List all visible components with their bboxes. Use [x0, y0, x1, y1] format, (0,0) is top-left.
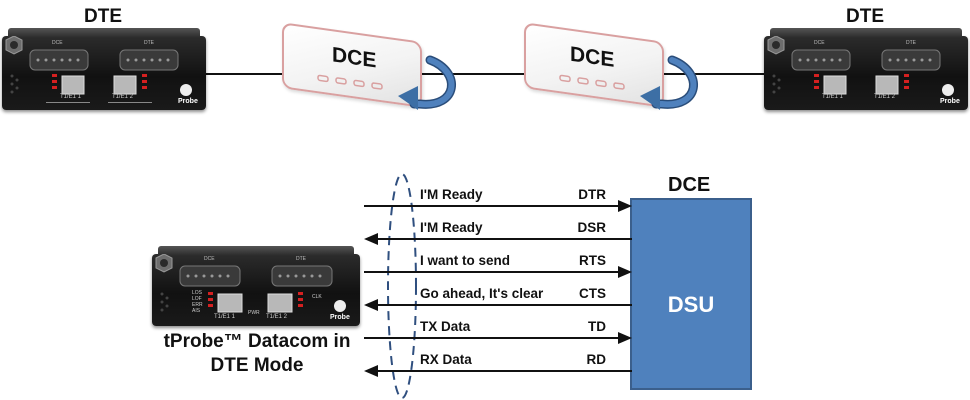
t1-label-2: T1/E1 2	[874, 94, 896, 100]
dsu-dce-label: DCE	[668, 174, 711, 196]
dte-left-label: DTE	[84, 6, 122, 27]
led-lof: LOF	[192, 296, 202, 302]
brand-label: Probe	[178, 98, 198, 105]
modem-slots	[559, 74, 625, 90]
dte-device-right: DCE DTE T1/E1 1 T1/E1 2 Probe	[764, 28, 968, 110]
signal-arrow-rd	[364, 365, 632, 377]
clk-label: CLK	[312, 294, 322, 300]
led-los: LOS	[192, 290, 203, 296]
signal-message: I'M Ready	[420, 220, 483, 235]
loopback-arrow-right-icon	[640, 55, 698, 110]
signal-message: RX Data	[420, 352, 472, 367]
loopback-arrows	[398, 55, 698, 110]
brand-label: Probe	[940, 98, 960, 105]
tprobe-device: DCE DTE LOS LOF ERR AIS PWR CLK T1/E1 1 …	[152, 246, 360, 326]
signal-name: DTR	[578, 187, 606, 202]
port-label-dte: DTE	[296, 256, 306, 262]
device-panel	[5, 36, 192, 103]
port-label-dte: DTE	[144, 40, 154, 46]
signal-name: RTS	[579, 253, 606, 268]
dte-device-left: DCE DTE T1/E1 1 T1/E1 2 Probe	[2, 28, 206, 110]
device-panel	[155, 254, 346, 313]
brand-label: Probe	[330, 314, 350, 321]
signal-arrow-dsr	[364, 233, 632, 245]
signal-arrow-cts	[364, 299, 632, 311]
signal-arrow-td	[364, 332, 632, 344]
led-err: ERR	[192, 302, 203, 308]
signal-name: RD	[586, 352, 607, 367]
signal-name: CTS	[579, 286, 606, 301]
port-label-dte: DTE	[906, 40, 916, 46]
caption-line-1: tProbe™ Datacom in	[163, 331, 351, 352]
t1-label-2: T1/E1 2	[112, 94, 134, 100]
device-caption: tProbe™ Datacom in DTE Mode	[150, 330, 364, 378]
dsu-label: DSU	[667, 292, 715, 317]
port-label-dce: DCE	[204, 256, 215, 262]
port-label-dce: DCE	[52, 40, 63, 46]
dce-modem-right: DCE	[524, 22, 664, 108]
signal-name: TD	[588, 319, 606, 334]
signal-message: Go ahead, It's clear	[420, 286, 544, 301]
t1-label-2: T1/E1 2	[266, 314, 288, 320]
pwr-label: PWR	[248, 310, 260, 316]
connection-lines	[205, 73, 770, 75]
interface-ellipse	[387, 173, 417, 399]
loopback-arrow-left-icon	[398, 55, 456, 110]
dte-right-label: DTE	[846, 6, 884, 27]
signal-name: DSR	[577, 220, 606, 235]
signal-arrow-dtr	[364, 200, 632, 212]
signal-message: I want to send	[420, 253, 511, 268]
signal-message: I'M Ready	[420, 187, 483, 202]
device-panel	[767, 36, 954, 96]
caption-line-2: DTE Mode	[210, 355, 304, 376]
led-ais: AIS	[192, 308, 201, 314]
t1-label-1: T1/E1 1	[214, 314, 236, 320]
signal-message: TX Data	[420, 319, 471, 334]
modem-slots	[317, 74, 383, 90]
t1-label-1: T1/E1 1	[60, 94, 82, 100]
signal-arrow-rts	[364, 266, 632, 278]
dsu-block: DSU	[630, 198, 752, 390]
dce-modem-left: DCE	[282, 22, 422, 108]
t1-label-1: T1/E1 1	[822, 94, 844, 100]
port-label-dce: DCE	[814, 40, 825, 46]
